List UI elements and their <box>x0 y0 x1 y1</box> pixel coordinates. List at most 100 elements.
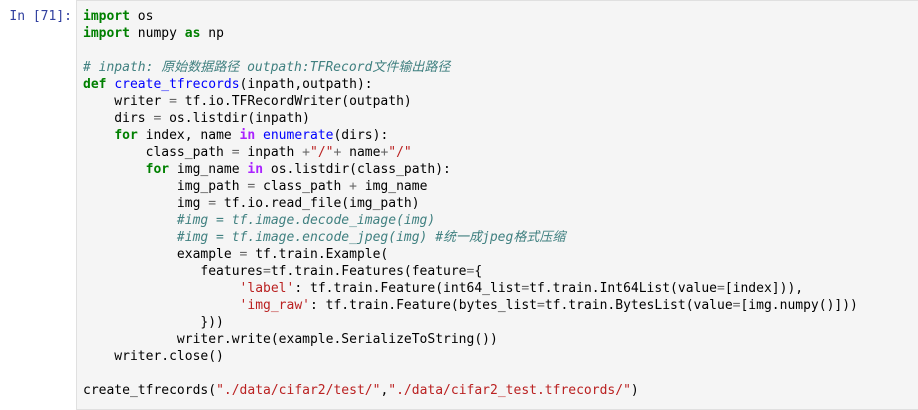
code-text: })) <box>83 315 224 330</box>
code-line-7: dirs = os.listdir(inpath) <box>83 110 858 127</box>
operator: = <box>466 264 475 279</box>
input-prompt: In [71]: <box>9 9 72 24</box>
code-text: img_name <box>169 162 248 177</box>
indent <box>83 213 177 228</box>
code-text: tf.train.BytesList(value <box>544 298 733 313</box>
operator: = <box>717 281 725 296</box>
code-text: class_path <box>83 145 232 160</box>
code-text: tf.train.Int64List(value <box>529 281 717 296</box>
operator: = <box>732 298 741 313</box>
keyword-operator: in <box>247 162 264 177</box>
code-text: dirs <box>83 111 154 126</box>
code-line-8: for index, name in enumerate(dirs): <box>83 127 858 144</box>
code-text: inpath <box>239 145 303 160</box>
code-text: os <box>129 9 154 24</box>
comment: # inpath: 原始数据路径 outpath:TFRecord文件输出路径 <box>83 60 451 75</box>
code-text: img_name <box>356 179 428 194</box>
operator: = <box>239 247 248 262</box>
keyword: for <box>114 128 138 143</box>
code-text: os.listdir(class_path): <box>263 162 451 177</box>
code-line-4: # inpath: 原始数据路径 outpath:TFRecord文件输出路径 <box>83 59 858 76</box>
code-text: { <box>474 264 483 279</box>
code-line-10: for img_name in os.listdir(class_path): <box>83 161 858 178</box>
operator: = <box>153 111 162 126</box>
string: "./data/cifar2_test.tfrecords/" <box>388 383 631 398</box>
code-text: tf.train.Example( <box>247 247 389 262</box>
code-line-22 <box>83 365 858 382</box>
indent <box>83 298 240 313</box>
code-text: os.listdir(inpath) <box>161 111 310 126</box>
code-line-14: #img = tf.image.encode_jpeg(img) #统一成jpe… <box>83 229 858 246</box>
keyword: for <box>145 162 170 177</box>
code-text: name <box>341 145 381 160</box>
indent <box>83 230 177 245</box>
code-line-11: img_path = class_path + img_name <box>83 178 858 195</box>
code-line-16: features=tf.train.Features(feature={ <box>83 263 858 280</box>
code-text: class_path <box>255 179 350 194</box>
keyword: import <box>83 9 130 24</box>
code-text: np <box>200 26 224 41</box>
code-line-23: create_tfrecords("./data/cifar2/test/","… <box>83 382 858 399</box>
operator: + <box>333 145 342 160</box>
code-text: [img.numpy()])) <box>740 298 858 313</box>
keyword: as <box>184 26 201 41</box>
code-text: index, name <box>137 128 240 143</box>
operator: + <box>380 145 389 160</box>
code-text: tf.io.TFRecordWriter(outpath) <box>176 94 412 109</box>
code-text: img <box>83 196 209 211</box>
code-text: writer.close() <box>83 349 224 364</box>
code-text: ) <box>630 383 639 398</box>
operator: = <box>263 264 271 279</box>
code-text: example <box>83 247 240 262</box>
operator: = <box>536 298 545 313</box>
code-text: writer.write(example.SerializeToString()… <box>83 332 498 347</box>
code-line-2: import numpy as np <box>83 25 858 42</box>
code-text: : tf.train.Feature(bytes_list <box>310 298 537 313</box>
code-line-6: writer = tf.io.TFRecordWriter(outpath) <box>83 93 858 110</box>
comment: #img = tf.image.encode_jpeg(img) #统一成jpe… <box>176 230 566 245</box>
builtin-name: enumerate <box>255 128 334 143</box>
string: 'img_raw' <box>239 298 310 313</box>
string: "./data/cifar2/test/" <box>216 383 381 398</box>
code-line-18: 'img_raw': tf.train.Feature(bytes_list=t… <box>83 297 858 314</box>
indent <box>83 128 114 143</box>
code-text: create_tfrecords( <box>83 383 217 398</box>
operator: = <box>169 94 177 109</box>
operator: + <box>302 145 310 160</box>
code-line-19: })) <box>83 314 858 331</box>
code-text: writer <box>83 94 170 109</box>
code-line-3 <box>83 42 858 59</box>
code-line-5: def create_tfrecords(inpath,outpath): <box>83 76 858 93</box>
code-text: : tf.train.Feature(int64_list <box>294 281 522 296</box>
code-line-21: writer.close() <box>83 348 858 365</box>
keyword: import <box>83 26 130 41</box>
code-text: [index])), <box>724 281 804 296</box>
operator: = <box>231 145 240 160</box>
code-line-13: #img = tf.image.decode_image(img) <box>83 212 858 229</box>
code-text: numpy <box>129 26 185 41</box>
code-text: (inpath,outpath): <box>239 77 373 92</box>
code-line-1: import os <box>83 8 858 25</box>
code-text: features <box>83 264 264 279</box>
code-text: (dirs): <box>333 128 389 143</box>
code-text: img_path <box>83 179 248 194</box>
operator: = <box>247 179 256 194</box>
function-name: create_tfrecords <box>114 77 240 92</box>
code-text: tf.io.read_file(img_path) <box>216 196 420 211</box>
code-line-20: writer.write(example.SerializeToString()… <box>83 331 858 348</box>
string: "/" <box>388 145 412 160</box>
code-line-12: img = tf.io.read_file(img_path) <box>83 195 858 212</box>
comment: #img = tf.image.decode_image(img) <box>176 213 436 228</box>
string: "/" <box>310 145 334 160</box>
operator: = <box>208 196 217 211</box>
code-text: tf.train.Features(feature <box>270 264 467 279</box>
code-line-9: class_path = inpath +"/"+ name+"/" <box>83 144 858 161</box>
operator: = <box>521 281 530 296</box>
keyword: def <box>83 77 107 92</box>
code-input-area[interactable] <box>76 0 918 410</box>
keyword-operator: in <box>239 128 256 143</box>
operator: + <box>349 179 357 194</box>
indent <box>83 281 240 296</box>
